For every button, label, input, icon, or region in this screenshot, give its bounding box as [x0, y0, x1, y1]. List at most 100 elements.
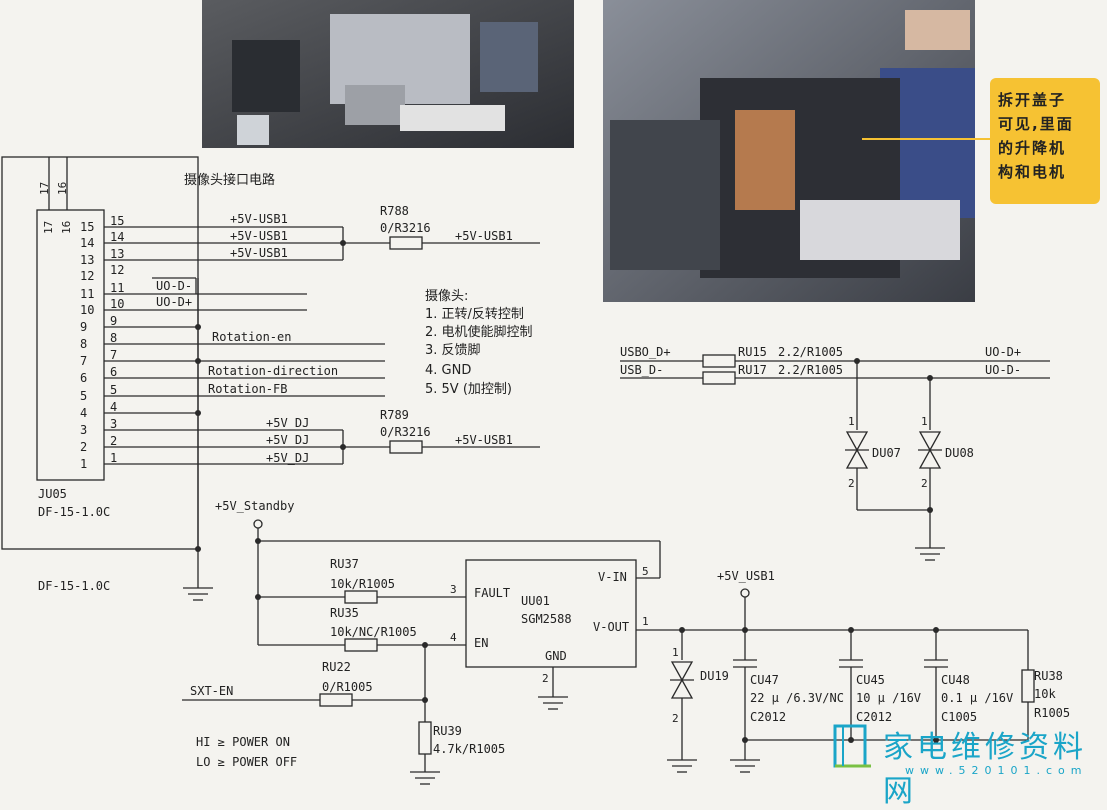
site-logo: 家电维修资料网 www.520101.com: [833, 722, 1103, 809]
uu01-body: [465, 559, 637, 668]
cu47-pkg: C2012: [750, 710, 786, 724]
du07-symbol: [845, 361, 869, 510]
connector-shield-outline: [1, 156, 199, 550]
net-out-dp: UO-D+: [985, 345, 1021, 359]
cu45-ref: CU45: [856, 673, 885, 687]
du19-pin1: 1: [672, 646, 679, 659]
ru17-symbol: [702, 371, 736, 385]
ru38-val: 10k: [1034, 687, 1056, 701]
r788-ref: R788: [380, 204, 409, 218]
cu45-pkg: C2012: [856, 710, 892, 724]
note-power-on: HI ≥ POWER ON: [196, 735, 290, 749]
du08-pin2: 2: [921, 477, 928, 490]
net-usb1-14: +5V-USB1: [230, 229, 288, 243]
uu01-fault: FAULT: [474, 586, 510, 600]
ru37-val: 10k/R1005: [330, 577, 395, 591]
ru35-symbol: [344, 638, 378, 652]
connector-pin-inner-12: 12: [80, 269, 94, 283]
du19-pin2: 2: [672, 712, 679, 725]
connector-pin-inner-8: 8: [80, 337, 87, 351]
connector-pin-inner-6: 6: [80, 371, 87, 385]
r788-symbol: [389, 236, 423, 250]
ru22-ref: RU22: [322, 660, 351, 674]
uu01-pin4: 4: [450, 631, 457, 644]
ru15-ref: RU15: [738, 345, 767, 359]
connector-pin-11: 11: [110, 281, 124, 295]
connector-pin-13: 13: [110, 247, 124, 261]
connector-pin-1: 1: [110, 451, 117, 465]
net-uo-dm-left: UO-D-: [156, 279, 192, 293]
uu01-gnd: GND: [545, 649, 567, 663]
connector-pin-7: 7: [110, 348, 117, 362]
callout-line-2: 可见,里面: [998, 115, 1074, 133]
net-usb1-13: +5V-USB1: [230, 246, 288, 260]
connector-pin-inner-7: 7: [80, 354, 87, 368]
connector-pin-14: 14: [110, 230, 124, 244]
connector-pin-9: 9: [110, 314, 117, 328]
connector-pin-4: 4: [110, 400, 117, 414]
ru39-ref: RU39: [433, 724, 462, 738]
ru38-symbol: [1021, 669, 1035, 703]
net-usb1-top: +5V_USB1: [717, 569, 775, 583]
connector-pin-10: 10: [110, 297, 124, 311]
camera-note-3: 3. 反馈脚: [425, 342, 481, 358]
connector-pin-8: 8: [110, 331, 117, 345]
connector-pin-3: 3: [110, 417, 117, 431]
uu01-part: SGM2588: [521, 612, 572, 626]
callout-line-3: 的升降机: [998, 139, 1067, 157]
connector-part-bottom: DF-15-1.0C: [38, 579, 110, 593]
du08-pin1: 1: [921, 415, 928, 428]
net-usb1-15: +5V-USB1: [230, 212, 288, 226]
net-rot-en: Rotation-en: [212, 330, 291, 344]
uu01-pin2: 2: [542, 672, 549, 685]
photo-lift-mechanism: [603, 0, 975, 302]
uu01-pin5: 5: [642, 565, 649, 578]
ru17-ref: RU17: [738, 363, 767, 377]
connector-pin-inner-1: 1: [80, 457, 87, 471]
net-rot-dir: Rotation-direction: [208, 364, 338, 378]
net-uo-dp-left: UO-D+: [156, 295, 192, 309]
ru37-symbol: [344, 590, 378, 604]
net-standby: +5V_Standby: [215, 499, 294, 513]
r789-symbol: [389, 440, 423, 454]
ru35-ref: RU35: [330, 606, 359, 620]
camera-interface-title: 摄像头接口电路: [184, 172, 275, 188]
du08-ref: DU08: [945, 446, 974, 460]
connector-ref: JU05: [38, 487, 67, 501]
logo-url: www.520101.com: [905, 764, 1088, 777]
cu47-val: 22 μ /6.3V/NC: [750, 691, 844, 705]
ru39-val: 4.7k/R1005: [433, 742, 505, 756]
connector-pin-5: 5: [110, 383, 117, 397]
net-r788-out: +5V-USB1: [455, 229, 513, 243]
r788-val: 0/R3216: [380, 221, 431, 235]
camera-note-5: 5. 5V (加控制): [425, 382, 512, 397]
connector-pin-inner-2: 2: [80, 440, 87, 454]
camera-notes-head: 摄像头:: [425, 289, 468, 304]
du19-symbol: [667, 630, 697, 773]
connector-pin-inner-10: 10: [80, 303, 94, 317]
connector-pin-15: 15: [110, 214, 124, 228]
du19-ref: DU19: [700, 669, 729, 683]
net-dj-1: +5V_DJ: [266, 451, 309, 465]
ru22-symbol: [319, 693, 353, 707]
pin-16-top: 16: [56, 182, 69, 195]
callout-box: 拆开盖子 可见,里面 的升降机 构和电机: [990, 78, 1100, 204]
uu01-vout: V-OUT: [593, 620, 629, 634]
connector-pin-inner-5: 5: [80, 389, 87, 403]
connector-pin-inner-9: 9: [80, 320, 87, 334]
r789-val: 0/R3216: [380, 425, 431, 439]
uu01-ref: UU01: [521, 594, 550, 608]
du07-ref: DU07: [872, 446, 901, 460]
callout-line-1: 拆开盖子: [998, 91, 1067, 109]
cu48-symbol: [924, 630, 948, 740]
net-usb0-dp: USBO_D+: [620, 345, 671, 359]
du07-pin2: 2: [848, 477, 855, 490]
du07-pin1: 1: [848, 415, 855, 428]
connector-body: [36, 209, 105, 481]
ru17-val: 2.2/R1005: [778, 363, 843, 377]
connector-pin-inner-4: 4: [80, 406, 87, 420]
ru37-ref: RU37: [330, 557, 359, 571]
ru38-pkg: R1005: [1034, 706, 1070, 720]
